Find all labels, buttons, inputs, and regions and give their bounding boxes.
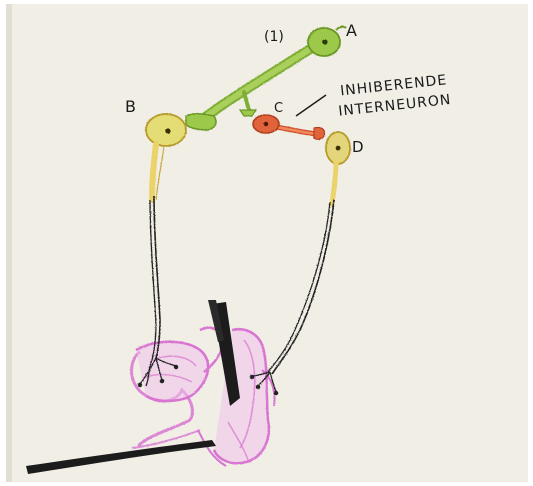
label-c: C — [274, 101, 283, 116]
label-d: D — [352, 138, 364, 156]
label-a: A — [346, 21, 357, 40]
figure-number-label: (1) — [264, 29, 284, 45]
paper-shadow-left — [6, 4, 12, 482]
label-b: B — [125, 97, 136, 116]
